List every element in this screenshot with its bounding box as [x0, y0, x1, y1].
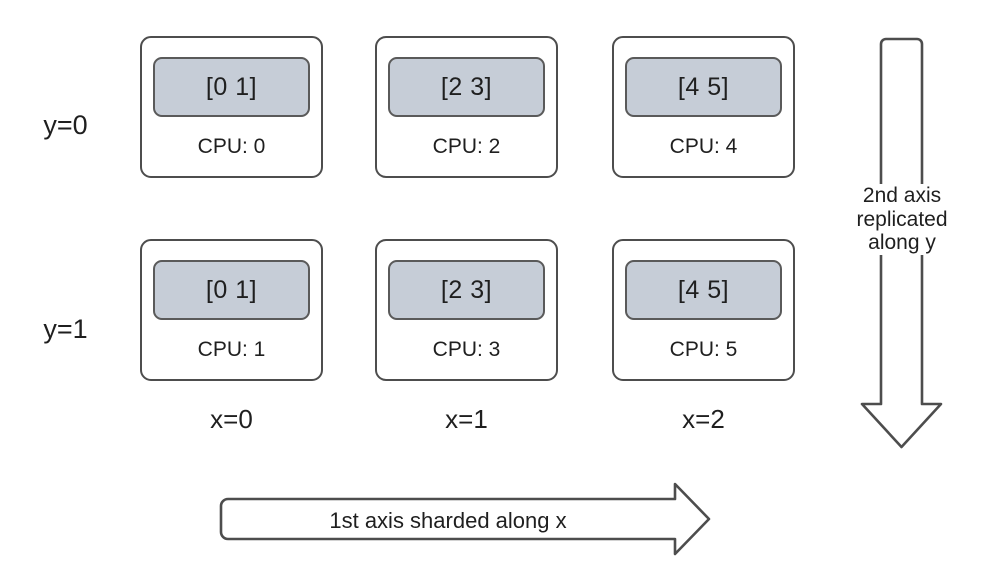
cpu-label-cpu3: CPU: 3	[432, 338, 501, 361]
cpu-label-cpu4: CPU: 4	[669, 135, 738, 158]
vertical-arrow-caption-line-1: 2nd axis	[862, 184, 942, 207]
vertical-arrow-caption-line-3: along y	[868, 231, 936, 254]
chip-cpu5: [4 5]	[625, 260, 782, 320]
chip-cpu1: [0 1]	[153, 260, 310, 320]
device-card-cpu5[interactable]: [4 5] CPU: 5	[612, 239, 795, 381]
cpu-label-cpu1: CPU: 1	[197, 338, 266, 361]
vertical-arrow-caption: 2nd axis replicated along y	[841, 184, 963, 255]
device-card-cpu3[interactable]: [2 3] CPU: 3	[375, 239, 558, 381]
chip-cpu0: [0 1]	[153, 57, 310, 117]
col-label-x2: x=2	[682, 404, 725, 434]
chip-cpu3: [2 3]	[388, 260, 545, 320]
chip-cpu4: [4 5]	[625, 57, 782, 117]
cpu-label-cpu5: CPU: 5	[669, 338, 738, 361]
vertical-arrow-caption-line-2: replicated	[856, 207, 948, 231]
chip-label-cpu5: [4 5]	[677, 275, 730, 304]
device-card-cpu0[interactable]: [0 1] CPU: 0	[140, 36, 323, 178]
chip-label-cpu3: [2 3]	[440, 275, 493, 304]
horizontal-arrow-caption: 1st axis sharded along x	[329, 508, 567, 533]
device-card-cpu2[interactable]: [2 3] CPU: 2	[375, 36, 558, 178]
device-card-cpu4[interactable]: [4 5] CPU: 4	[612, 36, 795, 178]
row-label-y0: y=0	[43, 110, 88, 140]
chip-label-cpu4: [4 5]	[677, 72, 730, 101]
cpu-label-cpu2: CPU: 2	[432, 135, 501, 158]
cpu-label-cpu0: CPU: 0	[197, 135, 266, 158]
chip-label-cpu0: [0 1]	[205, 72, 258, 101]
chip-label-cpu1: [0 1]	[205, 275, 258, 304]
chip-label-cpu2: [2 3]	[440, 72, 493, 101]
col-label-x1: x=1	[445, 404, 488, 434]
chip-cpu2: [2 3]	[388, 57, 545, 117]
col-label-x0: x=0	[210, 404, 253, 434]
device-card-cpu1[interactable]: [0 1] CPU: 1	[140, 239, 323, 381]
row-label-y1: y=1	[43, 314, 88, 344]
